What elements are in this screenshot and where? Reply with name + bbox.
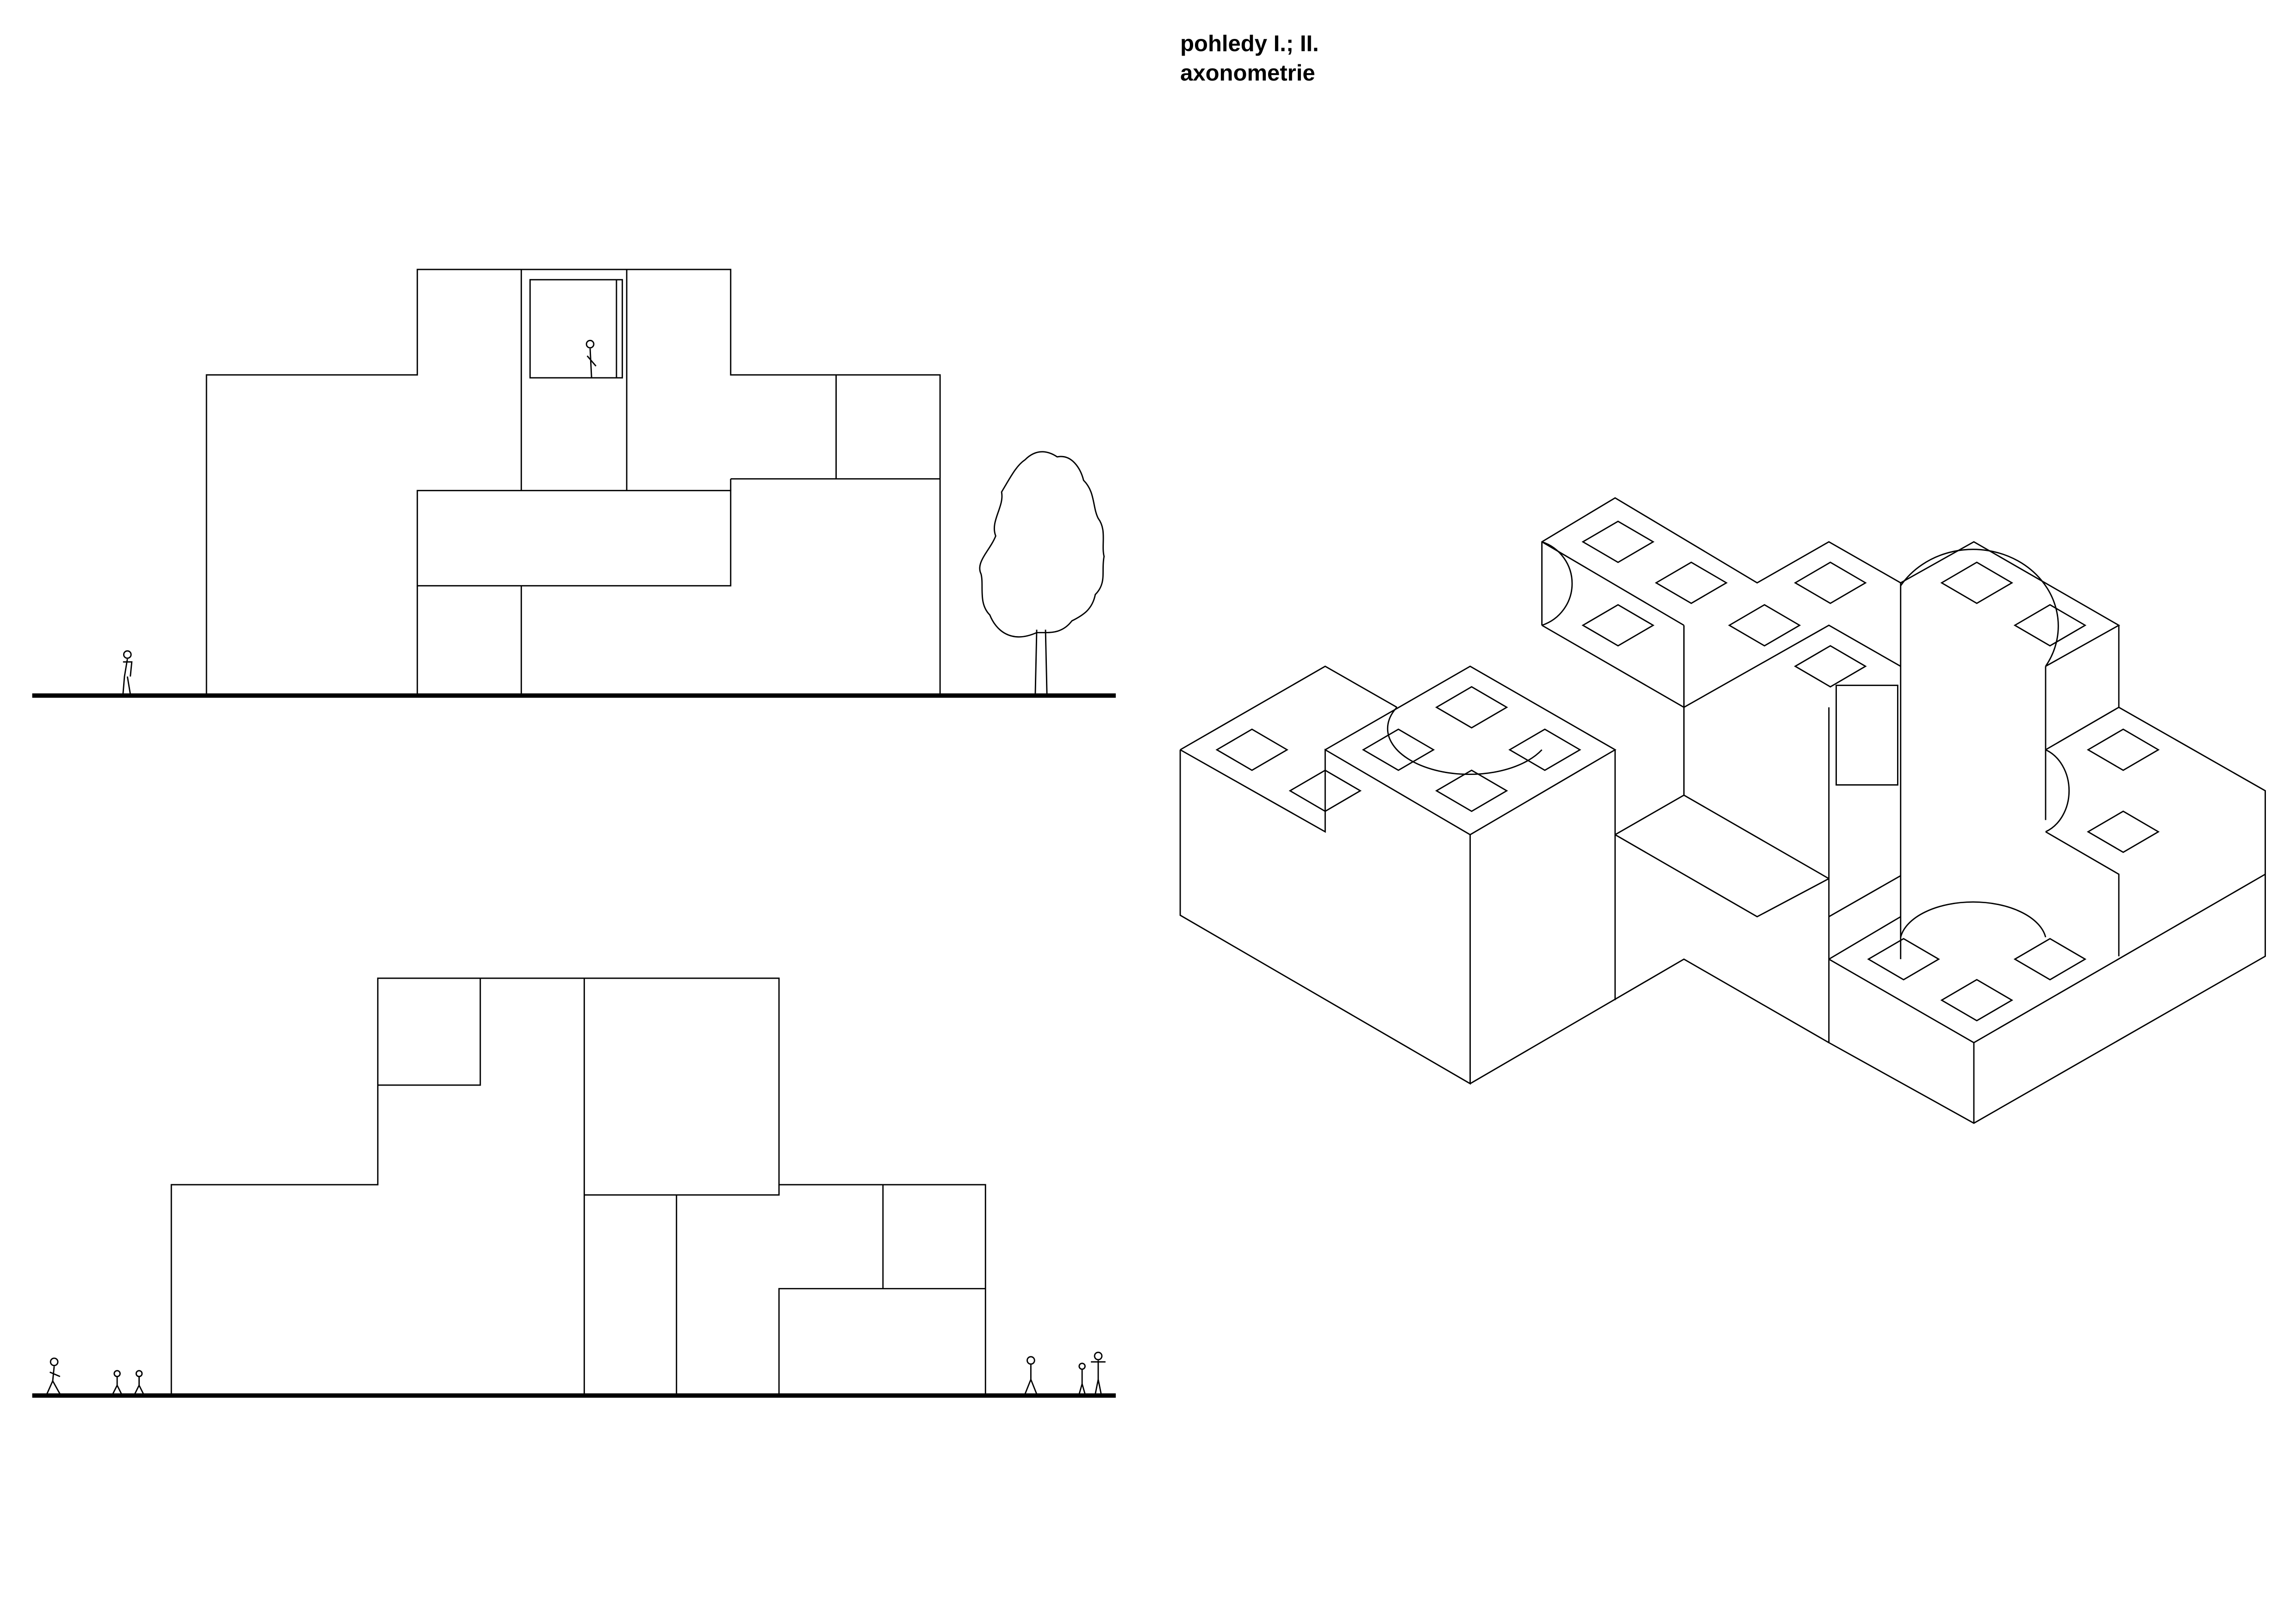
skylight [1435,686,1508,729]
person-figure [585,340,597,378]
people-group [46,1351,1106,1395]
horizontal-volume [417,490,732,587]
skylight [1794,645,1867,688]
title-line-2: axonometrie [1180,61,1315,86]
skylight [1581,520,1655,563]
building-outline [205,269,941,696]
building-outline [170,977,986,1396]
window-opening [529,279,623,379]
window-opening [1836,684,1898,786]
skylight [1288,769,1362,812]
skylight [1940,562,2014,604]
skylight [2013,937,2087,981]
skylight [1362,728,1435,771]
skylight [1215,728,1288,771]
elevation-2 [32,977,1116,1398]
title-line-1: pohledy I.; II. [1180,31,1319,56]
skylight [2086,810,2160,853]
skylight [1581,604,1655,647]
skylight [1940,979,2014,1022]
axonometry [1179,497,2266,1124]
person-figure [122,650,133,694]
skylight [1655,562,1728,604]
skylight [2086,728,2160,771]
skylight [1867,937,1940,981]
skylight [1435,769,1508,812]
skylight [1794,562,1867,604]
skylight [2013,604,2087,647]
skylight [1728,604,1801,647]
skylight [1508,728,1581,771]
elevation-1 [32,269,1116,698]
tree-icon [979,451,1105,696]
skylight-grid [1215,520,2160,1022]
